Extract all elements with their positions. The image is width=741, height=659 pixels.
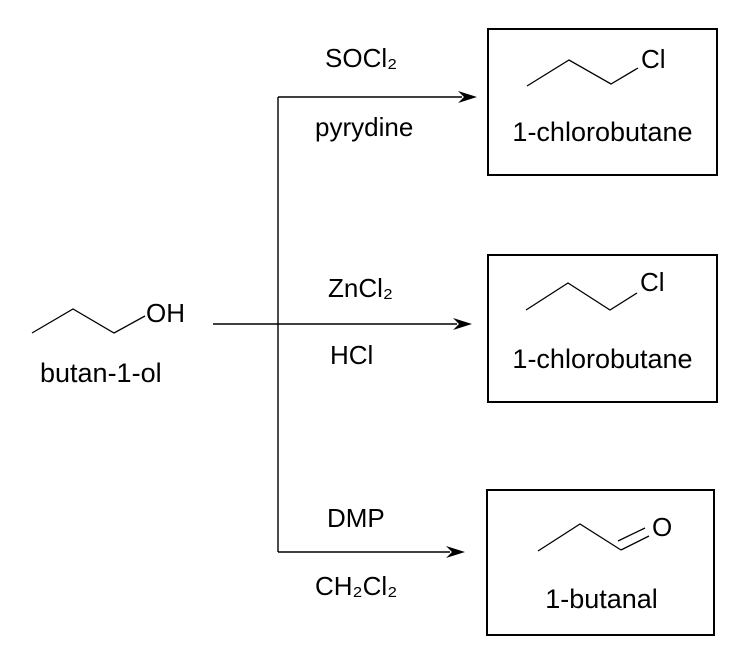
reactant-oh-label: OH xyxy=(146,298,185,328)
product-box-3 xyxy=(486,489,715,636)
arrow-top xyxy=(278,91,477,103)
reagent-label-2: ZnCl₂ xyxy=(328,273,393,303)
carbonyl-bond-upper xyxy=(617,527,646,542)
butanal-skeleton xyxy=(537,523,650,552)
product-cl-label-2: Cl xyxy=(640,267,665,297)
arrowhead-bottom-icon xyxy=(446,546,465,558)
arrow-middle xyxy=(213,318,472,330)
product-name-1: 1-chlorobutane xyxy=(512,117,693,147)
product-cl-label-1: Cl xyxy=(641,44,666,74)
carbonyl-bond-lower xyxy=(620,535,650,551)
product-box-1 xyxy=(487,28,718,176)
product-name-3: 1-butanal xyxy=(545,584,658,614)
solvent-label-2: HCl xyxy=(330,340,374,370)
solvent-label-3: CH₂Cl₂ xyxy=(315,571,398,601)
arrow-bottom xyxy=(278,546,465,558)
butanol-skeleton xyxy=(31,308,146,334)
chlorobutane-skeleton-top xyxy=(526,59,639,87)
arrowhead-middle-icon xyxy=(453,318,472,330)
reagent-label-3: DMP xyxy=(327,503,385,533)
product-box-2 xyxy=(487,254,718,403)
arrowhead-top-icon xyxy=(458,91,477,103)
chlorobutane-skeleton-middle xyxy=(525,282,638,311)
reactant-name: butan-1-ol xyxy=(40,358,162,388)
product-o-label-3: O xyxy=(652,512,673,542)
product-name-2: 1-chlorobutane xyxy=(512,344,693,374)
reagent-label-1: SOCl₂ xyxy=(325,43,398,73)
solvent-label-1: pyrydine xyxy=(315,112,414,142)
